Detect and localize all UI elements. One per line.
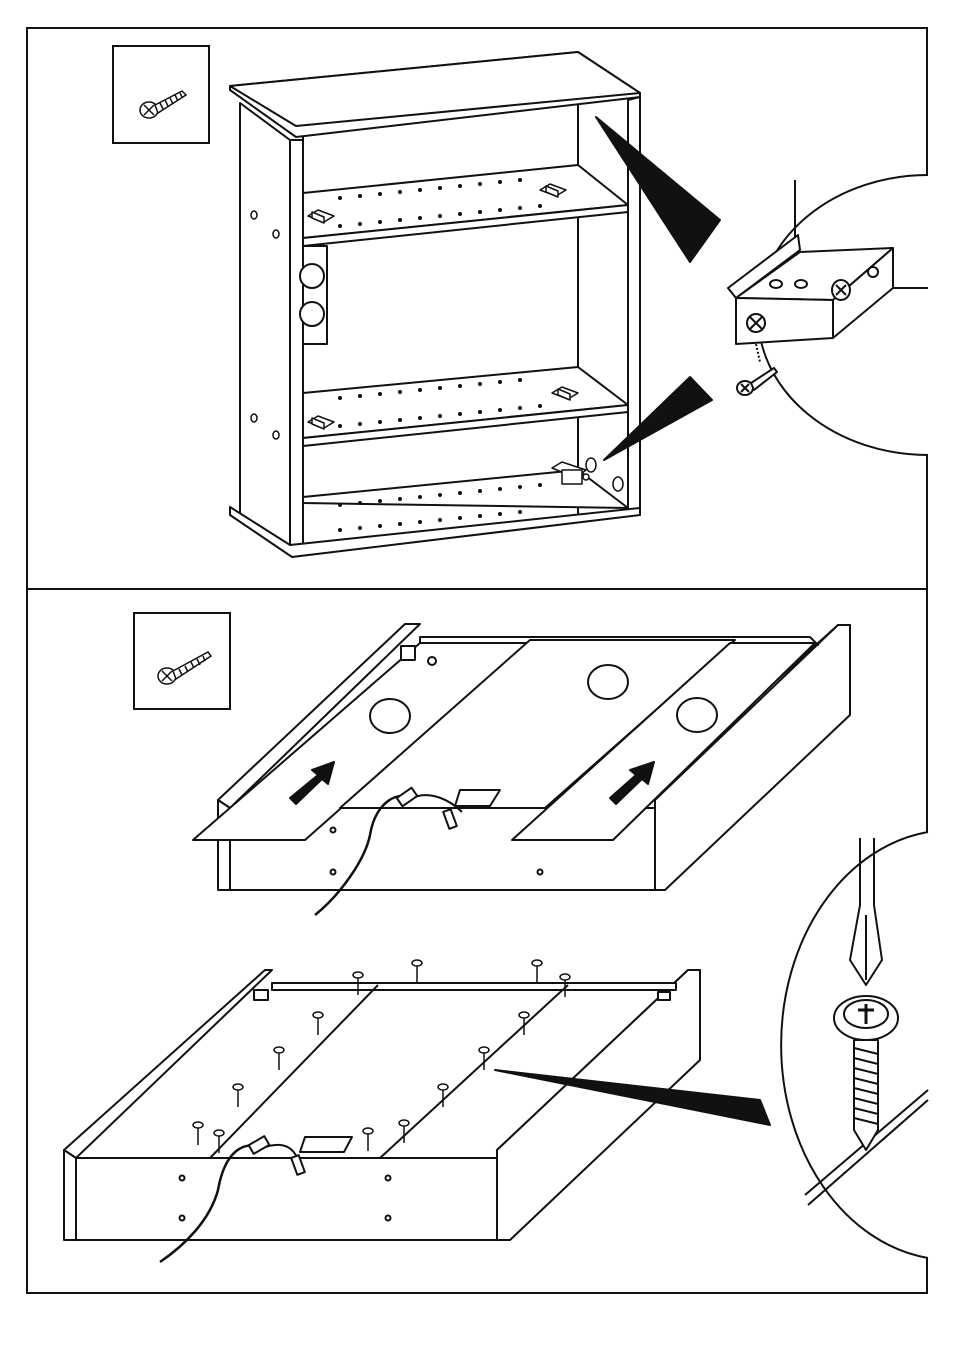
bracket-screw-magnifier: [727, 174, 929, 456]
screw-icon-box: [133, 612, 231, 710]
shelf-holes: [338, 178, 542, 532]
screw-icon: [139, 90, 188, 119]
screwdriver-screw-magnifier: [780, 831, 929, 1259]
screw-icon: [157, 651, 213, 685]
panel-screws: [192, 959, 571, 1153]
back-panels-slide-in: [192, 623, 851, 916]
screw-icon-box: [112, 45, 210, 144]
back-panels-screwed: [63, 969, 701, 1264]
shelf-bracket: [307, 183, 590, 485]
